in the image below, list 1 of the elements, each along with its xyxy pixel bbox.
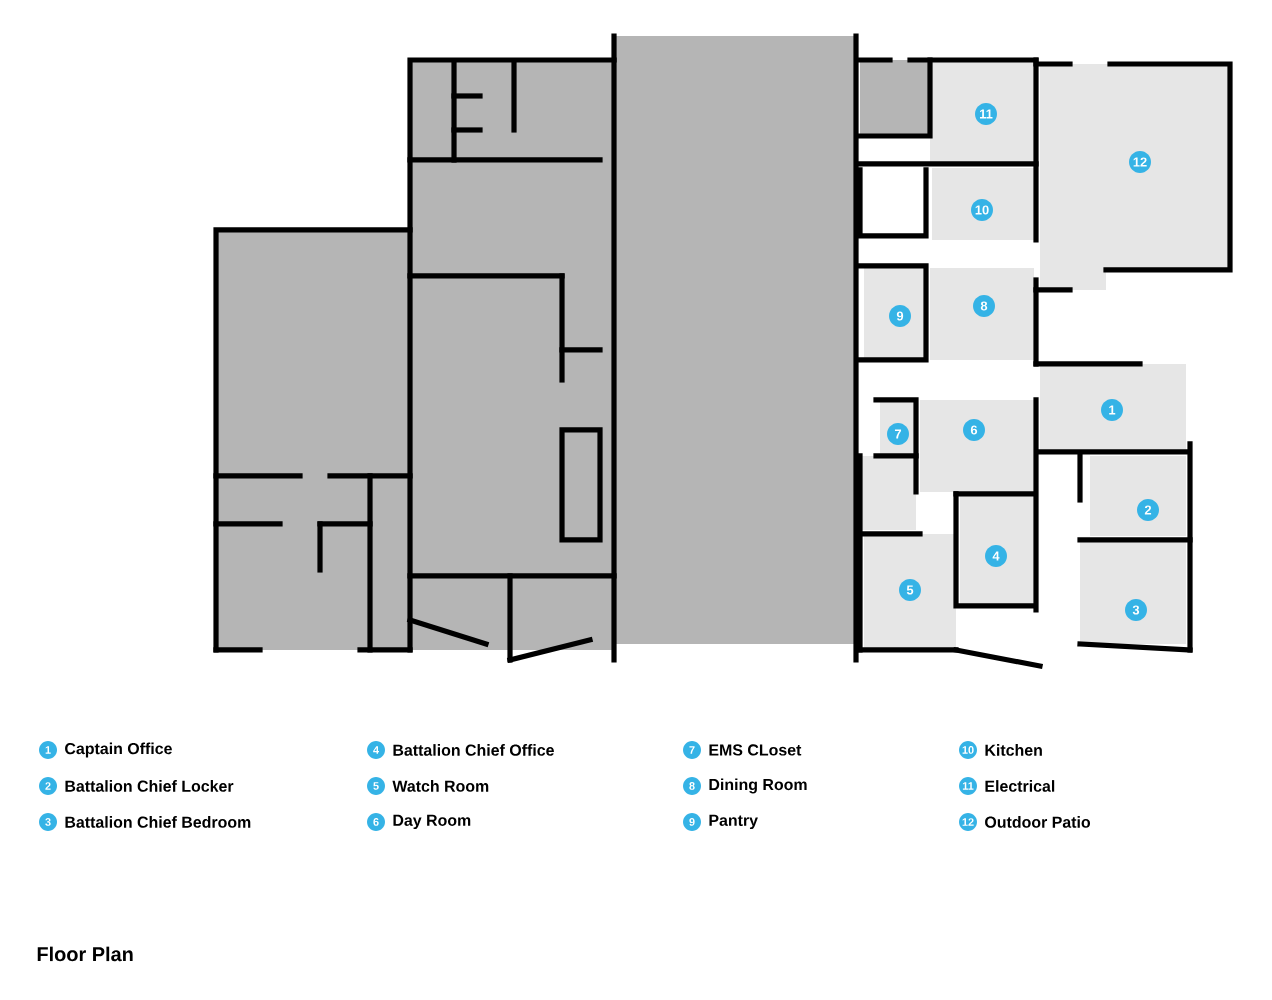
caption: Floor Plan [37, 946, 133, 962]
